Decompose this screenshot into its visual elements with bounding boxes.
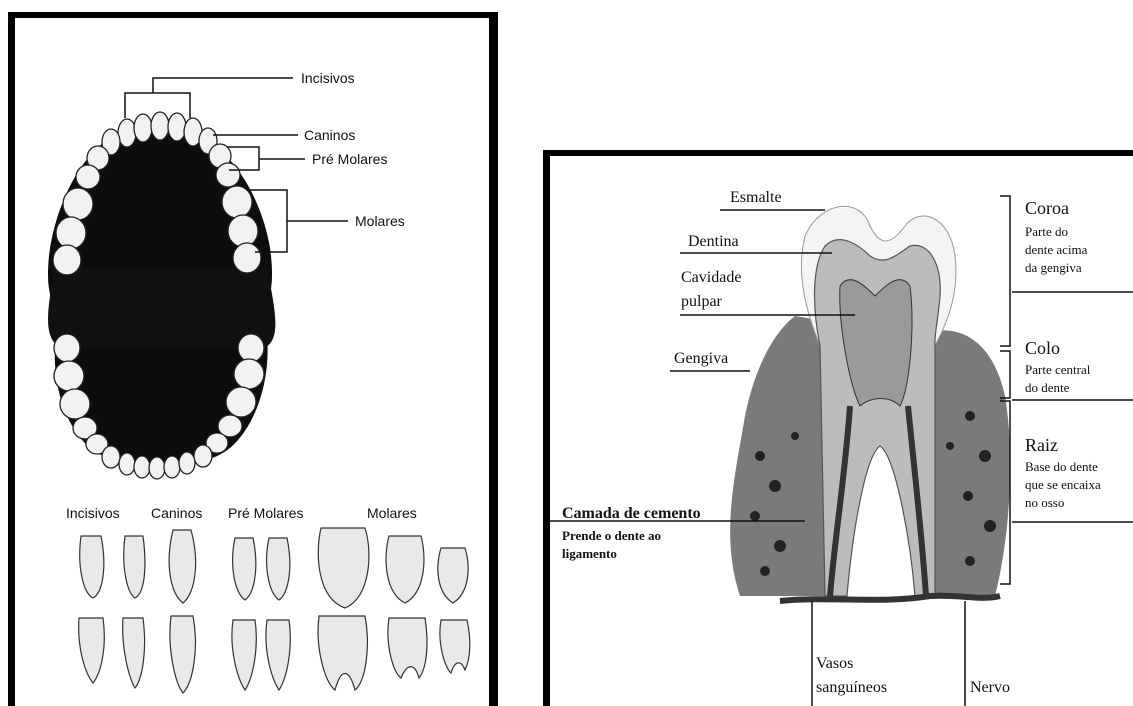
label-caninos: Caninos bbox=[304, 127, 355, 143]
label-coroa-desc-2: dente acima bbox=[1025, 242, 1088, 257]
dental-arch-figure: Incisivos Caninos Pré Molares Molares In… bbox=[15, 18, 489, 706]
label-pulpar: pulpar bbox=[681, 293, 723, 310]
label-colo-desc-2: do dente bbox=[1025, 380, 1070, 395]
blood-vessels bbox=[780, 596, 1000, 601]
label-coroa-desc-1: Parte do bbox=[1025, 224, 1068, 239]
label-incisivos: Incisivos bbox=[301, 70, 355, 86]
label-gengiva: Gengiva bbox=[674, 350, 728, 367]
tooth-section-figure: Esmalte Dentina Cavidade pulpar Gengiva … bbox=[550, 156, 1133, 706]
label-colo-desc-1: Parte central bbox=[1025, 362, 1091, 377]
dental-arch-panel: Incisivos Caninos Pré Molares Molares In… bbox=[8, 12, 498, 706]
label-raiz-desc-3: no osso bbox=[1025, 495, 1064, 510]
label-raiz: Raiz bbox=[1025, 435, 1058, 455]
label-pre-molares: Pré Molares bbox=[312, 151, 387, 167]
tooth-section-panel: Esmalte Dentina Cavidade pulpar Gengiva … bbox=[543, 150, 1133, 706]
row-label-molares: Molares bbox=[367, 505, 417, 521]
label-cemento-desc-2: ligamento bbox=[562, 546, 617, 561]
label-esmalte: Esmalte bbox=[730, 189, 782, 206]
row-label-incisivos: Incisivos bbox=[66, 505, 120, 521]
extracted-teeth-row bbox=[79, 528, 470, 693]
label-dentina: Dentina bbox=[688, 233, 739, 250]
label-cavidade: Cavidade bbox=[681, 269, 741, 286]
row-label-pre-molares: Pré Molares bbox=[228, 505, 303, 521]
label-cemento-title: Camada de cemento bbox=[562, 505, 701, 522]
label-sanguineos: sanguíneos bbox=[816, 679, 887, 696]
row-label-caninos: Caninos bbox=[151, 505, 202, 521]
label-raiz-desc-2: que se encaixa bbox=[1025, 477, 1101, 492]
label-coroa-desc-3: da gengiva bbox=[1025, 260, 1082, 275]
label-raiz-desc-1: Base do dente bbox=[1025, 459, 1098, 474]
label-molares: Molares bbox=[355, 213, 405, 229]
gum-bone bbox=[730, 316, 835, 596]
label-coroa: Coroa bbox=[1025, 198, 1069, 218]
label-colo: Colo bbox=[1025, 338, 1060, 358]
label-nervo: Nervo bbox=[970, 679, 1010, 696]
label-vasos: Vasos bbox=[816, 655, 853, 672]
label-cemento-desc-1: Prende o dente ao bbox=[562, 528, 661, 543]
